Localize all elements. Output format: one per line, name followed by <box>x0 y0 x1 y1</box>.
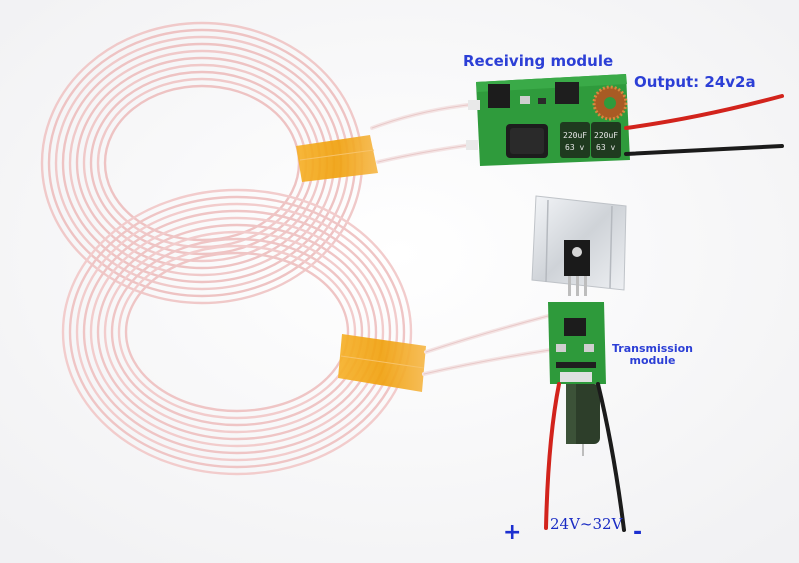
cap-b-label: 220uF <box>594 131 618 140</box>
output-wires <box>624 94 784 156</box>
negative-terminal-label: - <box>633 520 643 545</box>
input-wires <box>544 382 626 532</box>
cap-b-volt: 63 v <box>596 143 615 152</box>
transmission-module-pcb <box>548 302 606 384</box>
transmitter-leads <box>422 314 552 376</box>
heatsink <box>531 195 627 296</box>
receiver-leads <box>370 102 478 164</box>
transmission-coil <box>61 188 413 476</box>
output-label: Output: 24v2a <box>634 73 756 91</box>
coil-tape-lower <box>338 334 426 392</box>
transmission-module-label: Transmission module <box>612 343 693 367</box>
receiving-module-pcb: 220uF 63 v 220uF 63 v <box>466 74 630 166</box>
receiving-module-label: Receiving module <box>463 52 614 70</box>
transmission-module-label-line2: module <box>629 354 676 367</box>
positive-terminal-label: + <box>503 520 522 545</box>
transmission-module-label-line1: Transmission <box>612 342 694 355</box>
input-voltage-label: 24V~32V <box>550 515 623 533</box>
filter-capacitor <box>566 384 600 456</box>
cap-a-label: 220uF <box>563 131 587 140</box>
cap-a-volt: 63 v <box>565 143 584 152</box>
coil-tape-upper <box>296 135 378 182</box>
